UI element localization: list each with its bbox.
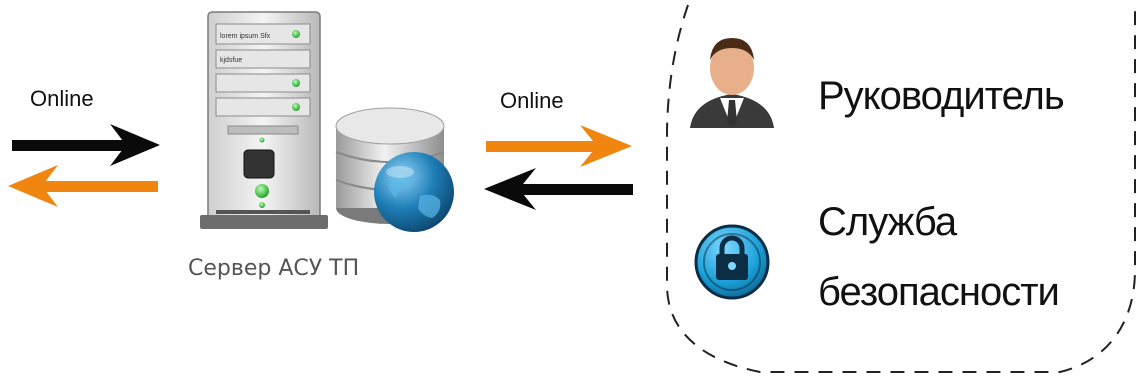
online-label-left: Online [30,86,94,111]
arrow-right-incoming [484,168,633,210]
server-caption: Сервер АСУ ТП [188,256,360,281]
online-label-right: Online [500,88,564,113]
role-security-line1: Служба [818,200,957,244]
globe-icon [374,152,454,232]
arrow-right-outgoing [486,125,632,167]
role-manager: Руководитель [818,74,1065,118]
server-rack-icon [200,11,328,229]
rack-label-2: kjdsfue [220,57,242,64]
businessman-avatar-icon [690,38,774,128]
rack-label-1: lorem ipsum Sfx [220,33,271,40]
arrow-left-outgoing [8,165,158,207]
roles-dashed-region [666,4,1136,373]
role-security-line2: безопасности [818,270,1060,314]
lock-icon [694,224,770,300]
arrow-left-incoming [12,124,160,166]
